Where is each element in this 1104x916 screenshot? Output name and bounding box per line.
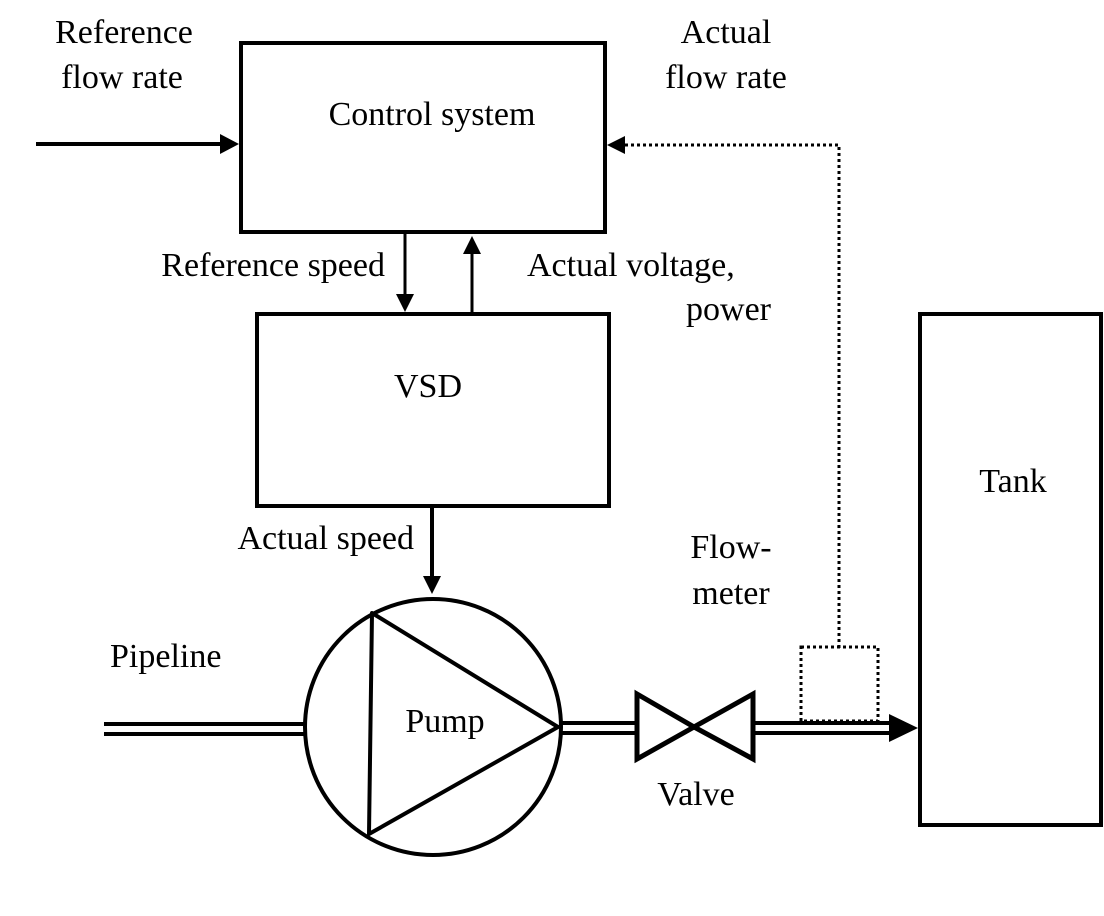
tank-block	[918, 312, 1103, 827]
flowmeter-symbol	[799, 645, 880, 723]
actual-flow-rate-label-line2: flow rate	[665, 59, 787, 96]
pipe-pump-to-valve	[561, 721, 636, 735]
valve-label: Valve	[657, 776, 734, 813]
actual-voltage-power-label-line1: Actual voltage,	[527, 247, 735, 284]
valve-symbol	[634, 689, 756, 764]
pump-symbol	[303, 597, 563, 857]
vsd-block	[255, 312, 611, 508]
pipeline-label: Pipeline	[110, 638, 221, 675]
pump-label: Pump	[405, 703, 484, 740]
flowmeter-label-line2: meter	[692, 575, 770, 612]
reference-speed-arrow	[396, 234, 414, 312]
actual-voltage-power-label-line2: power	[686, 291, 772, 328]
control-system-block	[239, 41, 607, 234]
reference-speed-label: Reference speed	[161, 247, 385, 284]
vsd-label: VSD	[394, 368, 462, 405]
pipeline-inlet	[104, 722, 305, 736]
actual-flow-rate-feedback-line	[607, 136, 841, 648]
tank-label: Tank	[979, 463, 1047, 500]
actual-flow-rate-label-line1: Actual	[681, 14, 772, 51]
actual-speed-arrow	[423, 508, 441, 594]
reference-flow-rate-arrow	[36, 134, 239, 154]
reference-flow-rate-label-line2: flow rate	[61, 59, 183, 96]
control-system-label: Control system	[329, 96, 536, 133]
actual-voltage-arrow	[463, 236, 481, 312]
flowmeter-label-line1: Flow-	[690, 529, 771, 566]
actual-speed-label: Actual speed	[237, 520, 414, 557]
reference-flow-rate-label-line1: Reference	[55, 14, 193, 51]
pipe-valve-to-tank	[755, 714, 918, 742]
